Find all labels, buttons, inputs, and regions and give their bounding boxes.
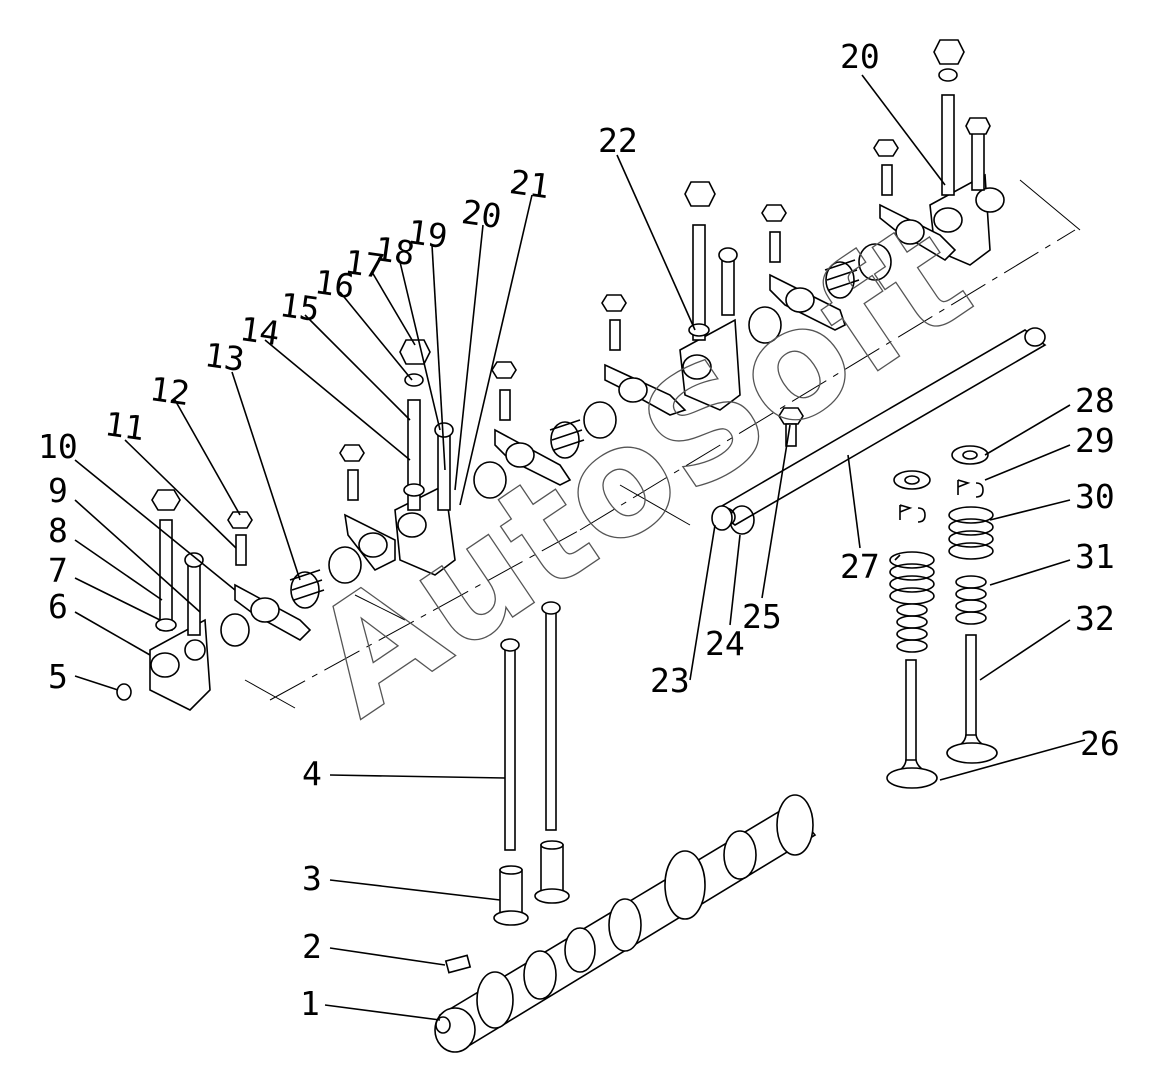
callout-25: 25 <box>742 597 782 636</box>
callout-14: 14 <box>237 309 282 353</box>
callout-21: 21 <box>507 162 552 206</box>
spring-retainer-right <box>951 445 989 465</box>
valve-left <box>886 659 938 789</box>
spacer-sleeve-3 <box>473 461 507 499</box>
spacer-sleeve-6 <box>858 243 892 281</box>
callout-7: 7 <box>48 551 68 590</box>
callout-22: 22 <box>598 121 638 160</box>
callout-20: 20 <box>459 192 504 236</box>
callout-26: 26 <box>1080 724 1120 763</box>
rocker-shaft-axis <box>244 179 1081 709</box>
bracket-bolt-rear <box>933 39 965 196</box>
spacer-sleeve-1 <box>220 613 250 647</box>
rocker-arm-4 <box>604 363 687 416</box>
push-rod-left <box>500 638 520 851</box>
callout-10: 10 <box>38 427 78 466</box>
bracket-bolt-front-2 <box>184 552 204 636</box>
rocker-arm-2 <box>343 513 396 572</box>
callout-27: 27 <box>840 547 880 586</box>
callout-31: 31 <box>1075 537 1115 576</box>
bracket-bolt-rear-2 <box>965 117 991 191</box>
thrust-washer <box>711 505 733 531</box>
rocker-spring-3 <box>824 259 860 299</box>
spacer-sleeve-5 <box>748 306 782 344</box>
valve-collets-left <box>899 504 926 523</box>
tappet-right <box>534 840 570 904</box>
tappet-left <box>493 865 529 926</box>
woodruff-key <box>444 954 472 974</box>
adjusting-screw-3 <box>491 361 517 421</box>
callout-12: 12 <box>147 369 192 413</box>
callout-5: 5 <box>48 657 68 696</box>
callout-15: 15 <box>277 285 322 329</box>
valve-spring-outer-left <box>889 551 935 605</box>
callout-20-rear: 20 <box>840 37 880 76</box>
callout-16: 16 <box>312 262 357 306</box>
adjusting-screw-6 <box>873 139 899 196</box>
callout-9: 9 <box>48 471 68 510</box>
adjusting-screw-1 <box>227 511 253 566</box>
rocker-arm-1 <box>234 583 312 641</box>
rocker-arm-3 <box>494 428 572 486</box>
callout-11: 11 <box>102 404 147 448</box>
locating-screw <box>778 407 804 447</box>
bracket-bolt-2 <box>399 339 431 511</box>
callout-1: 1 <box>300 984 320 1023</box>
callout-32: 32 <box>1075 599 1115 638</box>
plug <box>116 683 132 701</box>
rocker-bracket-3 <box>679 318 741 411</box>
spacer-sleeve-4 <box>583 401 617 439</box>
rocker-spring-2 <box>549 419 585 459</box>
callout-2: 2 <box>302 927 322 966</box>
bracket-bolt-3b <box>718 247 738 316</box>
valve-spring-inner-left <box>896 603 928 653</box>
callout-24: 24 <box>705 624 745 663</box>
watermark: AutoSoft <box>283 189 999 750</box>
callout-labels: 1 2 3 4 5 6 7 8 9 10 11 12 13 14 15 16 1… <box>38 37 1120 1023</box>
callout-8: 8 <box>48 511 68 550</box>
callout-3: 3 <box>302 859 322 898</box>
valve-spring-inner-right <box>955 575 987 625</box>
push-rod-right <box>541 601 561 831</box>
leader-lines <box>74 74 1086 1021</box>
rocker-spring-1 <box>289 569 325 609</box>
spring-retainer-left <box>893 470 931 490</box>
callout-19: 19 <box>405 212 450 256</box>
callout-13: 13 <box>202 335 247 379</box>
callout-18: 18 <box>372 229 417 273</box>
callout-6: 6 <box>48 587 68 626</box>
callout-4: 4 <box>302 754 322 793</box>
bracket-bolt-2b <box>434 422 454 511</box>
rocker-arm-5 <box>769 273 846 331</box>
bracket-bolt-front <box>151 489 181 632</box>
spacer-sleeve-2 <box>328 546 362 584</box>
callout-28: 28 <box>1075 381 1115 420</box>
callout-23: 23 <box>650 661 690 700</box>
rocker-bracket-front <box>149 618 211 711</box>
callout-29: 29 <box>1075 421 1115 460</box>
valve-collets-right <box>957 479 984 498</box>
callout-30: 30 <box>1075 477 1115 516</box>
adjusting-screw-2 <box>339 444 365 501</box>
camshaft <box>434 794 817 1053</box>
adjusting-screw-5 <box>761 204 787 263</box>
adjusting-screw-4 <box>601 294 627 351</box>
rocker-arm-6 <box>879 203 957 262</box>
valve-spring-outer-right <box>948 506 994 560</box>
callout-17: 17 <box>342 242 387 286</box>
valve-right <box>946 634 998 764</box>
